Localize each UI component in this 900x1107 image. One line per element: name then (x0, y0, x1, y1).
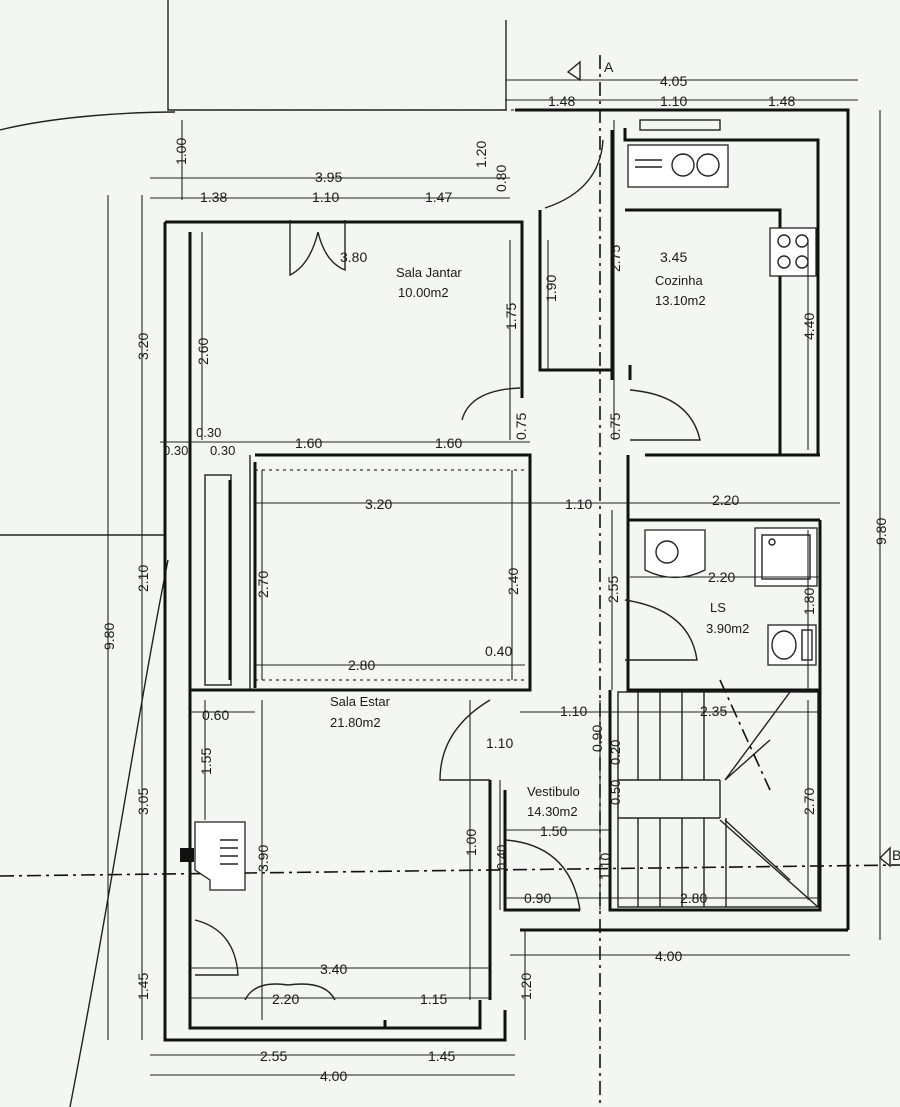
dim-v-1-10c: 1.10 (486, 735, 513, 751)
dim-h-1-50: 1.50 (540, 823, 567, 839)
dim-v-3-90: 3.90 (255, 845, 271, 872)
dim-cozinha-3-45: 3.45 (660, 249, 687, 265)
dim-h-1-15: 1.15 (420, 991, 447, 1007)
dim-v-2-70b: 2.70 (801, 788, 817, 815)
toilet (767, 624, 817, 666)
dim-top-1-48b: 1.48 (768, 93, 795, 109)
dim-h-2-20a: 2.20 (712, 492, 739, 508)
dim-v-3-05: 3.05 (135, 788, 151, 815)
dim-v-1-90: 1.90 (543, 275, 559, 302)
section-lines (0, 55, 900, 1107)
room-name-ls: LS (710, 600, 726, 615)
dim-h-1-10b: 1.10 (560, 703, 587, 719)
room-area-ls: 3.90m2 (706, 621, 749, 636)
dim-h-1-60a: 1.60 (295, 435, 322, 451)
dim-v-1-10d: 1.10 (597, 853, 613, 880)
stairs (617, 679, 819, 908)
room-name-sala-estar: Sala Estar (330, 694, 391, 709)
dim-h-3-80: 3.80 (340, 249, 367, 265)
shower-tray (754, 527, 818, 587)
room-area-sala-estar: 21.80m2 (330, 715, 381, 730)
dim-h-1-45b: 1.45 (428, 1048, 455, 1064)
dim-h-0-30b: 0.30 (163, 443, 188, 458)
dim-v-3-20: 3.20 (135, 333, 151, 360)
dim-left-1-00: 1.00 (173, 138, 189, 165)
dim-v-2-70a: 2.70 (255, 571, 271, 598)
fireplace (180, 821, 246, 891)
dim-v-0-75b: 0.75 (607, 413, 623, 440)
room-area-cozinha: 13.10m2 (655, 293, 706, 308)
dim-h-2-80a: 2.80 (348, 657, 375, 673)
dim-v-1-00b: 1.00 (463, 829, 479, 856)
dim-v-1-45a: 1.45 (135, 973, 151, 1000)
terrace-outline (0, 0, 507, 1107)
dim-h-0-30a: 0.30 (196, 425, 221, 440)
dim-v-2-60: 2.60 (195, 338, 211, 365)
dimension-lines (107, 79, 881, 1076)
room-name-sala-jantar: Sala Jantar (396, 265, 462, 280)
dim-h-3-20: 3.20 (365, 496, 392, 512)
room-area-vestibulo: 14.30m2 (527, 804, 578, 819)
section-marker-b: B (892, 847, 900, 863)
dim-v-1-20b: 1.20 (518, 973, 534, 1000)
dim-top-1-48a: 1.48 (548, 93, 575, 109)
stove (769, 227, 817, 277)
room-name-cozinha: Cozinha (655, 273, 703, 288)
dim-v-1-20: 1.20 (473, 141, 489, 168)
dim-v-4-40: 4.40 (801, 313, 817, 340)
dim-v-9-80-right: 9.80 (873, 518, 889, 545)
dimension-labels: 4.05 1.48 1.10 1.48 3.95 1.38 1.10 1.47 … (101, 73, 889, 1084)
kitchen-sink (627, 144, 729, 188)
room-area-sala-jantar: 10.00m2 (398, 285, 449, 300)
dim-top-1-10: 1.10 (660, 93, 687, 109)
dim-jantar-1-47: 1.47 (425, 189, 452, 205)
dim-h-0-30c: 0.30 (210, 443, 235, 458)
dim-v-2-40: 2.40 (505, 568, 521, 595)
doors (194, 139, 701, 1001)
dim-v-0-50: 0.50 (608, 780, 623, 805)
dim-v-1-55: 1.55 (198, 748, 214, 775)
dim-jantar-3-95: 3.95 (315, 169, 342, 185)
dim-v-0-40a: 0.40 (485, 643, 512, 659)
dim-v-1-80: 1.80 (801, 588, 817, 615)
dim-v-2-55: 2.55 (605, 576, 621, 603)
dim-jantar-1-10: 1.10 (312, 189, 339, 205)
dim-v-2-75: 2.75 (607, 245, 623, 272)
dim-top-4-05: 4.05 (660, 73, 687, 89)
dim-h-2-20c: 2.20 (272, 991, 299, 1007)
dim-h-1-60b: 1.60 (435, 435, 462, 451)
dim-h-2-55: 2.55 (260, 1048, 287, 1064)
dim-h-3-40: 3.40 (320, 961, 347, 977)
section-marker-a: A (604, 59, 614, 75)
fixtures (180, 144, 818, 891)
dim-v-0-40b: 0.40 (494, 845, 509, 870)
dim-h-2-20b: 2.20 (708, 569, 735, 585)
dim-v-0-75a: 0.75 (513, 413, 529, 440)
dim-v-2-10: 2.10 (135, 565, 151, 592)
room-labels: Sala Jantar 10.00m2 Cozinha 13.10m2 LS 3… (330, 265, 749, 819)
dim-h-2-80b: 2.80 (680, 890, 707, 906)
dim-v-0-80: 0.80 (493, 165, 509, 192)
dim-h-0-60: 0.60 (202, 707, 229, 723)
dim-v-9-80-left: 9.80 (101, 623, 117, 650)
window-lines (175, 109, 721, 690)
dim-h-0-90b: 0.90 (524, 890, 551, 906)
dim-v-1-75: 1.75 (503, 303, 519, 330)
dim-h-2-35: 2.35 (700, 703, 727, 719)
room-name-vestibulo: Vestibulo (527, 784, 580, 799)
dim-h-1-10a: 1.10 (565, 496, 592, 512)
dim-v-0-90a: 0.90 (589, 725, 605, 752)
dim-v-0-20: 0.20 (608, 740, 623, 765)
dim-jantar-1-38: 1.38 (200, 189, 227, 205)
washbasin (644, 529, 706, 579)
dim-h-4-00b: 4.00 (320, 1068, 347, 1084)
dim-h-4-00a: 4.00 (655, 948, 682, 964)
